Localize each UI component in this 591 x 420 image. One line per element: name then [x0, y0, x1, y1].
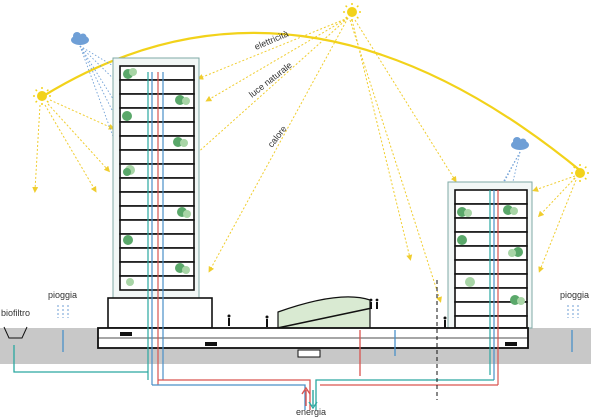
person-icon: [227, 298, 447, 328]
foundation-pad: [297, 349, 321, 358]
label-rain-left: pioggia: [48, 290, 77, 300]
sun-icon: [343, 3, 361, 21]
label-energy: energia: [296, 407, 326, 417]
sun-icon: [33, 87, 51, 105]
utility-shafts: [147, 72, 499, 385]
car-icon: [120, 332, 517, 346]
geothermal-arrows: [301, 386, 318, 410]
sun-rays: [32, 17, 577, 303]
cloud-icon: [511, 137, 529, 150]
tree-icon: [122, 68, 191, 286]
left-tower-base: [107, 297, 213, 329]
tree-icon: [457, 205, 525, 305]
label-rain-right: pioggia: [560, 290, 589, 300]
sun-icon: [571, 164, 589, 182]
label-heat: calore: [266, 124, 289, 149]
ramp-edge: [267, 307, 373, 331]
cloud-icon: [71, 32, 89, 45]
label-biofilter: biofiltro: [1, 308, 30, 318]
biofilter-basin: [3, 326, 28, 339]
underground-pipes: [13, 330, 573, 410]
label-daylight: luce naturale: [247, 60, 294, 100]
right-tower-floors: [454, 189, 528, 329]
left-tower-floors: [119, 65, 195, 291]
